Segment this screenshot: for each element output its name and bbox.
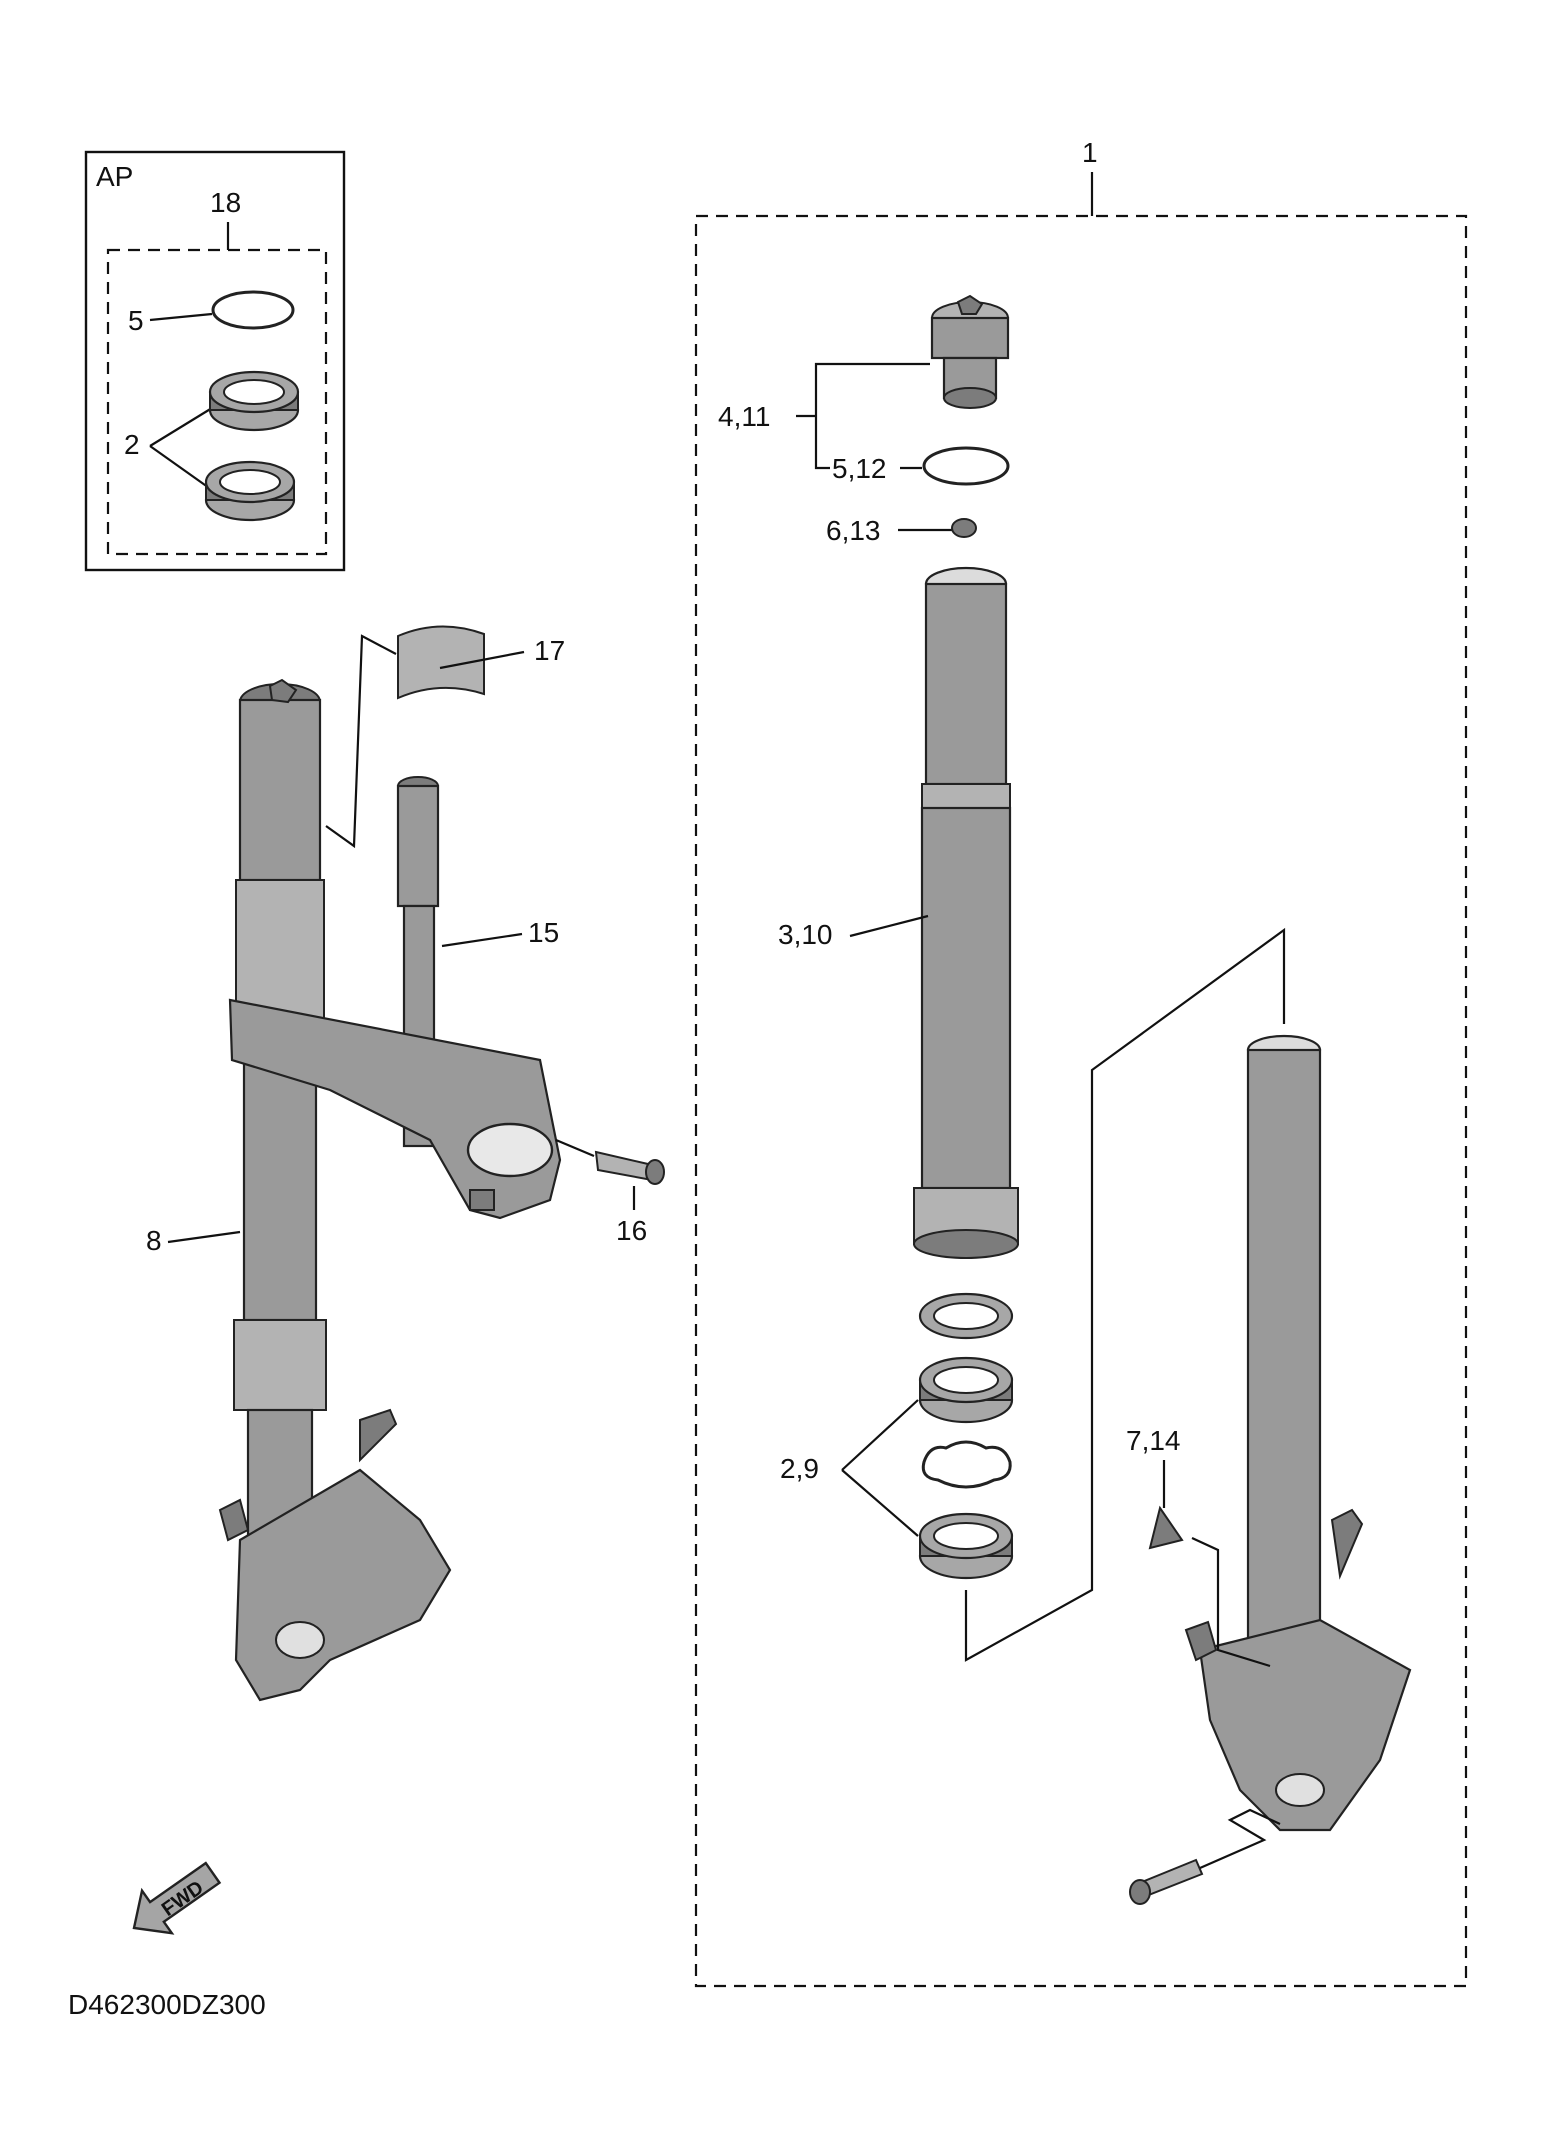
under-bracket [228, 998, 562, 1220]
callout-18: 18 [210, 187, 241, 218]
o-ring-5-ap [211, 290, 295, 330]
front-fork-assembled: 17 15 [146, 625, 665, 1702]
callout-3-10: 3,10 [778, 919, 833, 950]
bushing-2-upper [208, 370, 300, 432]
diagram-code: D462300DZ300 [68, 1989, 266, 2020]
callout-17: 17 [534, 635, 565, 666]
callout-2-ap: 2 [124, 429, 140, 460]
fwd-arrow-icon: FWD [132, 1861, 222, 1935]
callout-16: 16 [616, 1215, 647, 1246]
bushing-2-9-upper [918, 1356, 1014, 1424]
callout-4-11: 4,11 [718, 401, 770, 432]
callout-1: 1 [1082, 137, 1098, 168]
cap-bolt-4-11 [930, 294, 1010, 409]
callout-8: 8 [146, 1225, 162, 1256]
bushing-2-9-lower [918, 1512, 1014, 1580]
outer-tube-3-10 [913, 566, 1019, 1259]
stopper-clip [921, 1440, 1012, 1489]
ap-kit-box: AP 18 5 2 [84, 150, 346, 572]
callout-6-13: 6,13 [826, 515, 881, 546]
fork-cover-17 [397, 625, 485, 700]
inner-tube-7-14-assembly [1184, 1034, 1412, 1832]
callout-7-14: 7,14 [1126, 1425, 1181, 1456]
callout-5-12: 5,12 [832, 453, 887, 484]
washer-6-13 [951, 518, 977, 538]
drain-plug-7-14 [1148, 1505, 1184, 1550]
callout-15: 15 [528, 917, 559, 948]
oil-seal-ring [918, 1292, 1014, 1340]
assembly-1-box [694, 214, 1468, 1988]
o-ring-5-12 [922, 446, 1010, 486]
pinch-bolt-16 [594, 1150, 665, 1185]
callout-2-9: 2,9 [780, 1453, 819, 1484]
callout-5-ap: 5 [128, 305, 144, 336]
axle-bracket-left [218, 1408, 452, 1702]
axle-pinch-bolt [1129, 1858, 1204, 1905]
bushing-2-lower [204, 460, 296, 522]
ap-box-title: AP [96, 161, 133, 192]
fork-tube-8 [233, 678, 327, 1572]
